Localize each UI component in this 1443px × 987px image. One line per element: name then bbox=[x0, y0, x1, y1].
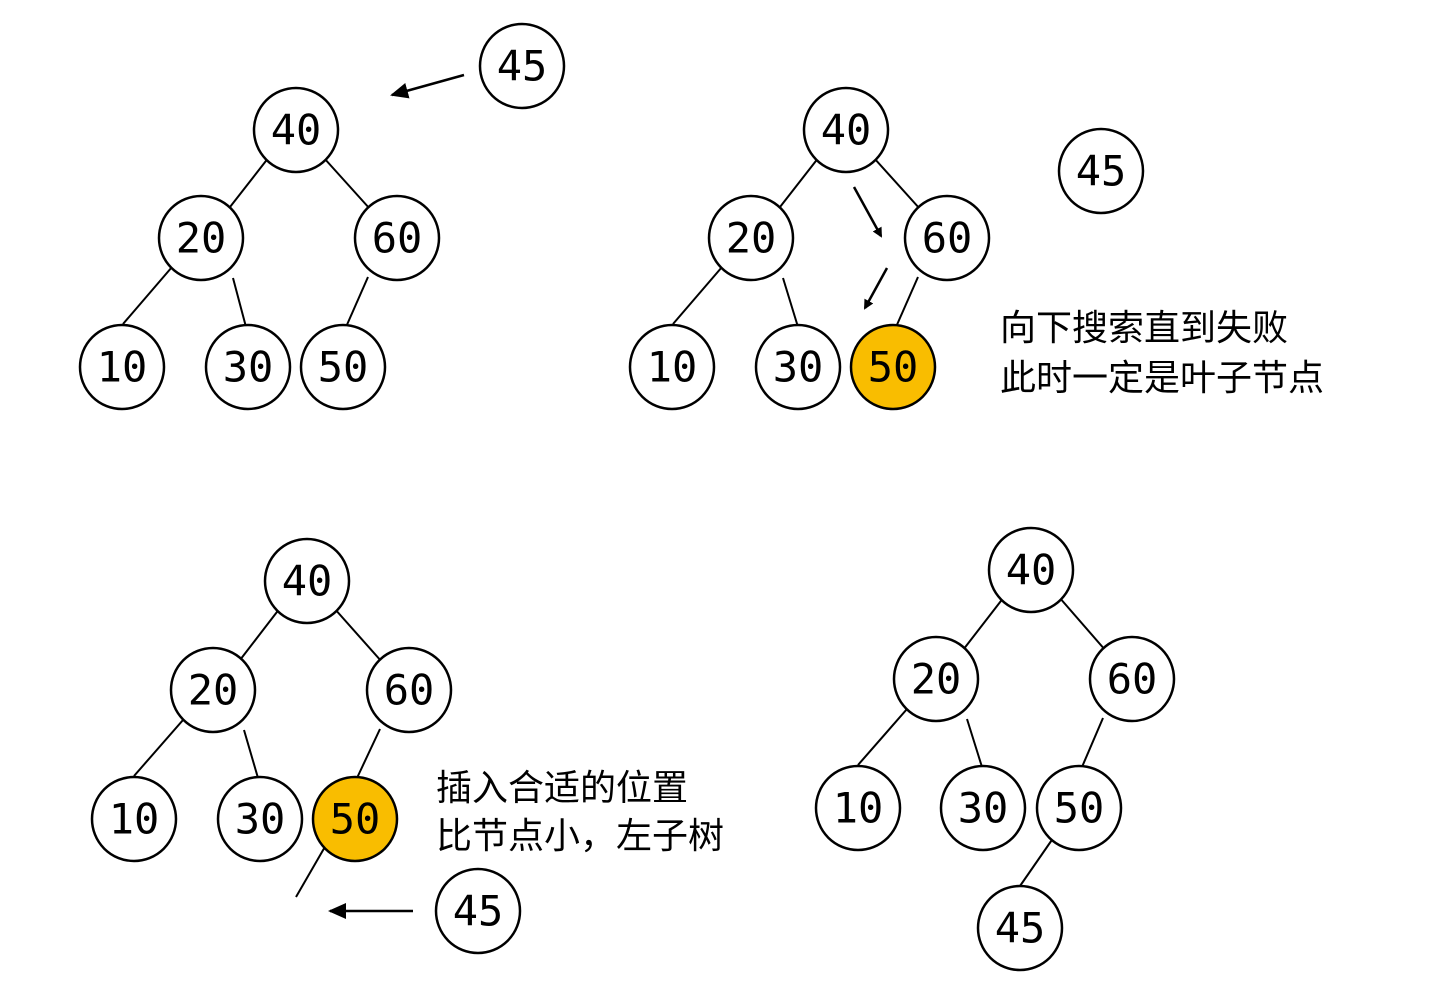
tree-node: 10 bbox=[628, 323, 716, 411]
node-label: 30 bbox=[958, 784, 1009, 833]
edge-60-50 bbox=[1081, 717, 1104, 768]
tree-node: 20 bbox=[707, 194, 795, 282]
node-label: 60 bbox=[372, 214, 423, 263]
tree-node: 30 bbox=[216, 775, 304, 863]
tree-node: 30 bbox=[939, 764, 1027, 852]
tree-node: 60 bbox=[353, 194, 441, 282]
tree-node: 40 bbox=[263, 537, 351, 625]
panel-3-insert-position: 40 20 60 10 30 50 45 插入合适的位置 比节点小，左子树 bbox=[90, 537, 724, 955]
tree-node: 50 bbox=[299, 323, 387, 411]
edge-40-20 bbox=[239, 607, 281, 661]
edge-40-20 bbox=[229, 156, 270, 208]
node-label: 30 bbox=[773, 343, 824, 392]
node-label: 30 bbox=[235, 795, 286, 844]
tree-node-inserted: 45 bbox=[976, 884, 1064, 972]
tree-node: 10 bbox=[814, 764, 902, 852]
tree-node: 60 bbox=[903, 194, 991, 282]
tree-node: 20 bbox=[157, 194, 245, 282]
edge-40-20 bbox=[779, 156, 820, 208]
note-line-2: 此时一定是叶子节点 bbox=[1000, 358, 1324, 399]
tree-node-highlighted: 50 bbox=[311, 775, 399, 863]
node-label: 20 bbox=[911, 655, 962, 704]
panel-4-result-tree: 40 20 60 10 30 50 45 bbox=[814, 526, 1176, 972]
edge-20-30 bbox=[782, 277, 799, 328]
edge-50-45 bbox=[1019, 833, 1057, 887]
edge-50-new-slot bbox=[295, 844, 327, 898]
node-label: 10 bbox=[833, 784, 884, 833]
edge-20-30 bbox=[966, 718, 983, 768]
note-line-2: 比节点小，左子树 bbox=[436, 816, 724, 857]
tree-node-highlighted: 50 bbox=[849, 323, 937, 411]
node-label: 45 bbox=[497, 42, 548, 91]
node-label: 40 bbox=[821, 106, 872, 155]
edge-60-50 bbox=[895, 276, 919, 328]
new-node-45: 45 bbox=[434, 867, 522, 955]
tree-node: 40 bbox=[252, 86, 340, 174]
tree-node: 60 bbox=[365, 646, 453, 734]
search-arrow-2 bbox=[863, 267, 889, 310]
node-label: 20 bbox=[188, 666, 239, 715]
panel-1-initial-tree: 40 20 60 10 30 50 45 bbox=[78, 22, 566, 411]
edge-40-20 bbox=[962, 596, 1005, 651]
tree-node: 40 bbox=[987, 526, 1075, 614]
node-label: 60 bbox=[922, 214, 973, 263]
edge-20-30 bbox=[243, 729, 259, 779]
edge-60-50 bbox=[356, 728, 381, 779]
edge-40-60 bbox=[333, 607, 383, 663]
note-line-1: 插入合适的位置 bbox=[436, 768, 688, 809]
tree-node: 60 bbox=[1088, 635, 1176, 723]
node-label: 50 bbox=[1054, 784, 1105, 833]
node-label: 40 bbox=[1006, 546, 1057, 595]
node-label: 50 bbox=[318, 343, 369, 392]
node-label: 40 bbox=[271, 106, 322, 155]
edge-20-10 bbox=[122, 266, 173, 325]
edge-40-60 bbox=[323, 157, 371, 210]
edge-20-30 bbox=[232, 277, 247, 328]
edge-40-60 bbox=[873, 157, 921, 210]
node-label: 10 bbox=[97, 343, 148, 392]
node-label: 50 bbox=[330, 795, 381, 844]
edge-40-60 bbox=[1058, 596, 1107, 652]
node-label: 40 bbox=[282, 557, 333, 606]
node-label: 45 bbox=[995, 904, 1046, 953]
node-label: 45 bbox=[453, 887, 504, 936]
edge-20-10 bbox=[133, 719, 184, 777]
tree-node: 40 bbox=[802, 86, 890, 174]
insert-arrow bbox=[390, 73, 465, 99]
node-label: 20 bbox=[176, 214, 227, 263]
search-arrow-1 bbox=[852, 186, 883, 238]
edge-20-10 bbox=[672, 266, 723, 325]
tree-node: 30 bbox=[754, 323, 842, 411]
tree-node: 20 bbox=[892, 635, 980, 723]
node-label: 50 bbox=[868, 343, 919, 392]
node-label: 10 bbox=[109, 795, 160, 844]
edge-60-50 bbox=[345, 276, 369, 328]
node-label: 30 bbox=[223, 343, 274, 392]
note-line-1: 向下搜索直到失败 bbox=[1000, 308, 1288, 349]
edge-20-10 bbox=[857, 708, 908, 766]
new-node-45: 45 bbox=[1057, 127, 1145, 215]
node-label: 10 bbox=[647, 343, 698, 392]
tree-node: 10 bbox=[78, 323, 166, 411]
tree-node: 50 bbox=[1035, 764, 1123, 852]
tree-node: 30 bbox=[204, 323, 292, 411]
tree-node: 10 bbox=[90, 775, 178, 863]
new-node-45: 45 bbox=[478, 22, 566, 110]
node-label: 60 bbox=[1107, 655, 1158, 704]
node-label: 20 bbox=[726, 214, 777, 263]
panel-2-search-path: 40 20 60 10 30 50 45 向下搜索直到失败 此时一定是叶 bbox=[628, 86, 1324, 411]
node-label: 60 bbox=[384, 666, 435, 715]
node-label: 45 bbox=[1076, 147, 1127, 196]
tree-node: 20 bbox=[169, 646, 257, 734]
